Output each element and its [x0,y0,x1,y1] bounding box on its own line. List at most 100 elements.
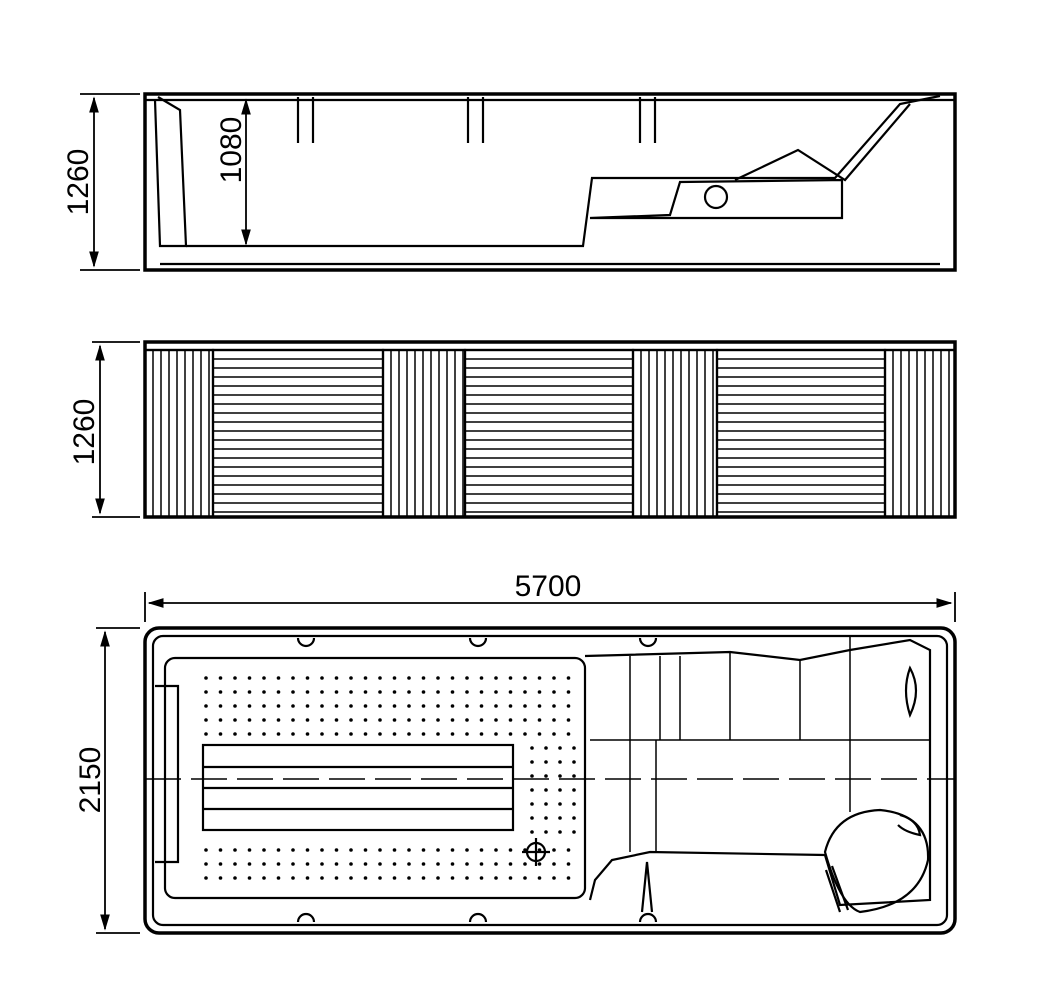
plan-view-dot [378,862,382,866]
side-view-left-wall [153,96,188,248]
plan-view-dot [276,876,281,880]
plan-view-dot [508,718,513,722]
plan-view-dot [436,862,440,866]
plan-view-dot [558,774,562,778]
plan-view-dot [450,676,455,680]
plan-view-dot [494,676,498,680]
plan-view-dot [247,704,252,708]
plan-view-dot [530,816,534,820]
plan-view-dot [276,690,281,694]
plan-view-dot [392,718,397,722]
plan-view-dot [218,732,223,736]
plan-view-dot [378,876,382,880]
plan-view-dot [508,848,513,852]
plan-view-dot [566,718,571,722]
plan-view-outline [143,626,957,935]
plan-view-dot [465,732,469,736]
plan-view-dot [363,676,368,680]
side-view-headrest [734,103,911,182]
plan-view-dot [392,848,397,852]
side-view-depth-dimension: 1080 [215,98,251,246]
plan-view-dot [305,862,310,866]
plan-view-dot [262,718,266,722]
plan-view-dot [204,718,208,722]
plan-view-dot [558,830,562,834]
plan-view-left-step [155,684,180,864]
plan-view-dot [566,876,571,880]
plan-view-dot [218,862,223,866]
plan-view-dot [508,690,513,694]
plan-view-dot [537,862,542,866]
front-view-vertical-panel [143,348,215,519]
front-view-height-label: 1260 [68,399,101,466]
plan-view-dot [305,848,310,852]
plan-view-dot [320,732,324,736]
plan-view-dot [363,848,368,852]
plan-view-dot [378,704,382,708]
plan-view-dot [349,732,353,736]
plan-view-dot [465,704,469,708]
plan-view-dot [479,732,484,736]
plan-view-dot [349,876,353,880]
plan-view-dot [523,862,527,866]
plan-view-dot [363,704,368,708]
plan-view-dot [218,690,223,694]
plan-view-dot [233,690,237,694]
plan-view-dot [349,862,353,866]
side-view-height-dimension: 1260 [62,93,140,271]
plan-view-dot [320,690,324,694]
plan-view-dot [552,690,556,694]
plan-view-dot [436,876,440,880]
plan-view-dot [247,848,252,852]
plan-view-dot [572,774,576,778]
plan-view-lounger-cutout [897,813,922,837]
side-view-floor [186,94,941,248]
plan-view-dot [558,816,562,820]
side-view: 1260 1080 [62,92,957,272]
plan-view-dot [276,862,281,866]
plan-view-lounger [823,808,930,914]
plan-view-dot [334,676,339,680]
plan-view-dot [305,704,310,708]
plan-view-dot [421,718,426,722]
front-view-vertical-panel [883,348,957,519]
front-view: 1260 [68,340,957,519]
plan-view-dot [508,704,513,708]
plan-view-dot [566,676,571,680]
plan-view-dot [572,816,576,820]
plan-view-dot [233,718,237,722]
plan-view-dot [233,704,237,708]
plan-view-dot [421,690,426,694]
plan-view-dot [537,676,542,680]
side-view-depth-label: 1080 [215,117,248,184]
plan-view-dot [566,690,571,694]
plan-view-dot [523,704,527,708]
plan-view-dot [233,876,237,880]
plan-view-dot [334,704,339,708]
plan-view-dot [392,862,397,866]
plan-view-dot [494,704,498,708]
plan-view-dot [407,704,411,708]
plan-view-spa-seats [590,636,930,852]
plan-view-dot [450,732,455,736]
plan-view-dot [465,848,469,852]
plan-view-dot [233,676,237,680]
plan-view-dot [407,690,411,694]
plan-view-dot [479,690,484,694]
plan-view-dot [291,676,295,680]
plan-view-dot [436,704,440,708]
plan-view-dot [421,876,426,880]
plan-view-dot [204,876,208,880]
plan-view-dot [334,848,339,852]
plan-view-width-dimension: 2150 [74,627,140,934]
plan-view-dot [291,848,295,852]
plan-view-dot [305,718,310,722]
plan-view-dot [407,876,411,880]
plan-view-swim-area [163,656,587,900]
plan-view-dot [508,732,513,736]
plan-view-dot [421,732,426,736]
plan-view-dot [465,718,469,722]
plan-view-dot [262,690,266,694]
plan-view-dot [544,816,548,820]
